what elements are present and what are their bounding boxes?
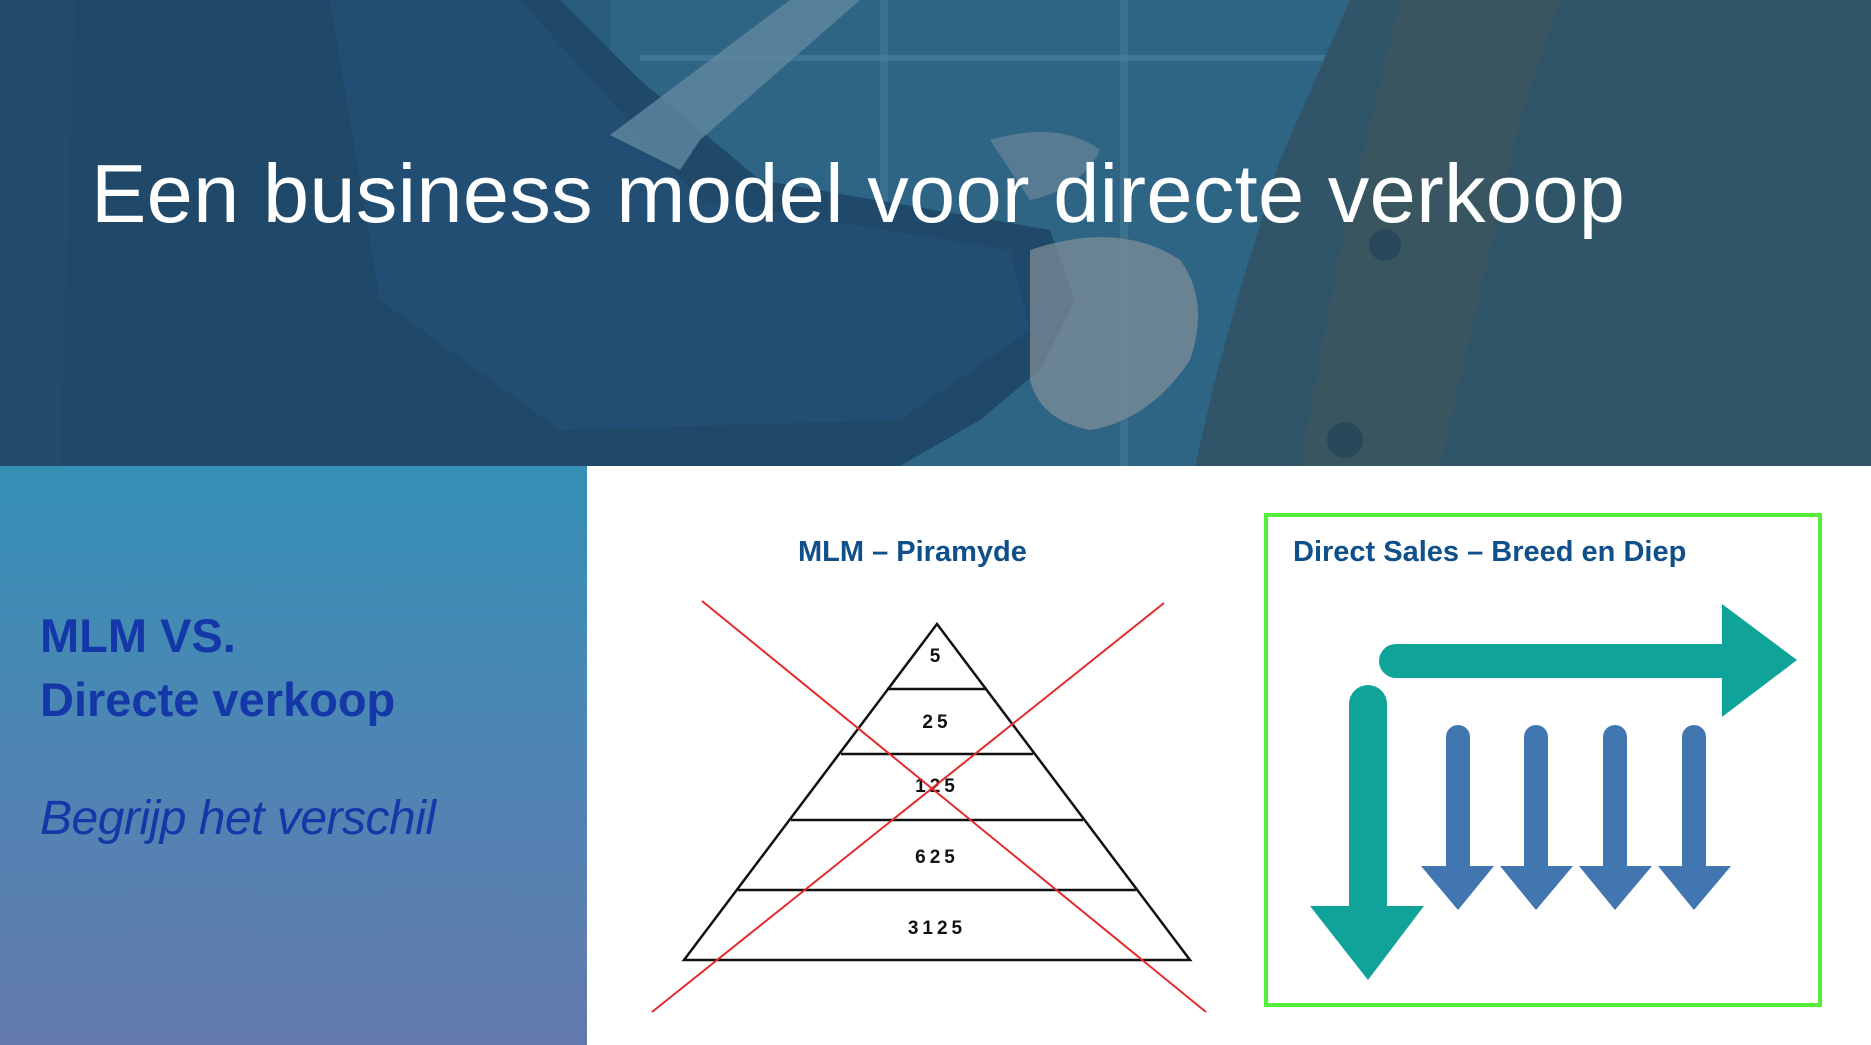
small-down-arrow-icon <box>1658 725 1731 910</box>
down-arrow-icon <box>1310 685 1424 980</box>
pyramid-tier-label: 25 <box>922 712 951 733</box>
direct-sales-frame <box>1264 513 1822 1007</box>
handshake-photo <box>0 0 1871 466</box>
heading-line-1: MLM VS. <box>40 609 236 662</box>
hero-banner: Een business model voor directe verkoop <box>0 0 1871 466</box>
pyramid-outline <box>681 621 1193 962</box>
small-down-arrow-icon <box>1579 725 1652 910</box>
pyramid-tier-label: 3125 <box>908 918 966 939</box>
comparison-heading: MLM VS. Directe verkoop <box>40 604 395 732</box>
right-arrow-icon <box>1379 604 1797 717</box>
mlm-diagram-title: MLM – Piramyde <box>798 536 1027 568</box>
small-down-arrow-icon <box>1500 725 1573 910</box>
comparison-panel: MLM VS. Directe verkoop Begrijp het vers… <box>0 466 587 1045</box>
pyramid-tier-label: 625 <box>915 847 959 868</box>
comparison-subheading: Begrijp het verschil <box>40 792 436 845</box>
direct-sales-diagram-title: Direct Sales – Breed en Diep <box>1293 536 1687 568</box>
small-down-arrow-icon <box>1421 725 1494 910</box>
pyramid-tier-label: 5 <box>930 646 945 667</box>
slide-title: Een business model voor directe verkoop <box>91 147 1626 240</box>
heading-line-2: Directe verkoop <box>40 673 396 726</box>
cross-out-mark <box>651 600 1207 1013</box>
cross-line <box>701 600 1207 1013</box>
cross-line <box>651 602 1165 1013</box>
